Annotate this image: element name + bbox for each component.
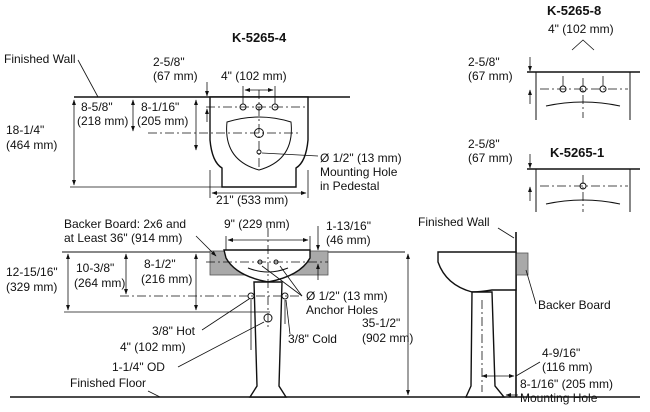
k8-offset-mm: (67 mm)	[468, 69, 513, 83]
anchor-hole-right	[273, 259, 279, 265]
top-view: K-5265-4 Finished Wall 2-5/8" (67 mm) 4"…	[4, 30, 402, 207]
base-leader	[515, 361, 541, 377]
k8-spread-leader	[571, 39, 595, 51]
backer-label-1: Backer Board: 2x6 and	[64, 217, 186, 231]
od-label: 1-1/4" OD	[112, 360, 165, 374]
side-backer-leader	[525, 269, 537, 305]
mount-hole-line-1: Ø 1/2" (13 mm)	[320, 151, 402, 165]
od-leader	[177, 321, 265, 368]
hot-label: 3/8" Hot	[152, 324, 196, 338]
k-5265-8-view: K-5265-8 4" (102 mm) 2-5/8" (67 mm)	[468, 3, 640, 120]
mount-label-2: Mounting Hole	[520, 391, 598, 405]
k8-basin-sides	[535, 72, 631, 120]
finished-wall-label: Finished Wall	[4, 52, 76, 66]
basin-front-detail	[247, 267, 289, 273]
basin-front	[223, 249, 311, 283]
hot-leader	[201, 298, 250, 331]
depth-drain-mm: (218 mm)	[77, 114, 128, 128]
cold-label: 3/8" Cold	[288, 332, 337, 346]
height-label: 35-1/2"	[362, 316, 400, 330]
base-label: 4-9/16"	[542, 346, 580, 360]
backer-leader	[195, 235, 217, 257]
depth-total-mm: (464 mm)	[6, 138, 57, 152]
floor-leader	[147, 390, 161, 398]
hot-supply	[247, 292, 255, 300]
front-view: Backer Board: 2x6 and at Least 36" (914 …	[6, 217, 640, 398]
depth-bowl-mm: (205 mm)	[137, 114, 188, 128]
pedestal-mount-hole	[256, 149, 262, 155]
h10-label: 10-3/8"	[76, 261, 114, 275]
k1-basin-sides	[535, 169, 631, 212]
k1-offset-label: 2-5/8"	[468, 137, 500, 151]
h8-mm: (216 mm)	[141, 272, 192, 286]
rim-label: 1-13/16"	[326, 219, 371, 233]
width-label: 21" (533 mm)	[216, 193, 288, 207]
depth-drain-label: 8-5/8"	[81, 100, 113, 114]
mount-hole-leader	[261, 152, 319, 157]
basin-side	[437, 251, 517, 293]
anchor-leader-right	[279, 265, 303, 297]
mount-hole-line-2: Mounting Hole	[320, 165, 398, 179]
anchor-leader-left	[261, 265, 303, 297]
anchor-label-1: Ø 1/2" (13 mm)	[306, 289, 388, 303]
k8-spread-label: 4" (102 mm)	[548, 22, 614, 36]
h10-mm: (264 mm)	[74, 276, 125, 290]
side-backer-label: Backer Board	[538, 298, 611, 312]
back-offset-mm: (67 mm)	[153, 69, 198, 83]
anchor-hole-left	[257, 259, 263, 265]
k-5265-1-view: K-5265-1 2-5/8" (67 mm)	[468, 137, 640, 212]
width-9-label: 9" (229 mm)	[224, 217, 290, 231]
floor-label: Finished Floor	[70, 376, 146, 390]
mount-label-1: 8-1/16" (205 mm)	[520, 377, 613, 391]
model-single-label: K-5265-1	[550, 145, 604, 160]
k1-offset-mm: (67 mm)	[468, 151, 513, 165]
depth-total-label: 18-1/4"	[6, 123, 44, 137]
faucet-spread-label: 4" (102 mm)	[221, 69, 287, 83]
cold-leader	[285, 299, 291, 335]
finished-wall-leader	[77, 59, 99, 98]
mount-hole-line-3: in Pedestal	[320, 179, 379, 193]
model-eight-label: K-5265-8	[547, 3, 601, 18]
side-wall-leader	[497, 227, 515, 239]
backer-label-2: at Least 36" (914 mm)	[64, 231, 182, 245]
h12-mm: (329 mm)	[6, 280, 57, 294]
pedestal-side	[464, 291, 506, 398]
h8-label: 8-1/2"	[144, 257, 176, 271]
back-offset-label: 2-5/8"	[153, 55, 185, 69]
model-main-label: K-5265-4	[232, 30, 287, 45]
basin-bowl	[226, 116, 292, 171]
side-view: Finished Wall Backer Board 4-9/16" (116 …	[418, 215, 613, 405]
k8-offset-label: 2-5/8"	[468, 55, 500, 69]
base-mm: (116 mm)	[542, 360, 592, 374]
h12-label: 12-15/16"	[6, 265, 58, 279]
rim-mm: (46 mm)	[326, 233, 371, 247]
cold-supply	[281, 292, 289, 300]
depth-bowl-label: 8-1/16"	[141, 100, 179, 114]
hot-spread-label: 4" (102 mm)	[120, 340, 186, 354]
drain-outlet	[263, 313, 273, 323]
anchor-label-2: Anchor Holes	[306, 303, 378, 317]
side-wall-label: Finished Wall	[418, 215, 490, 229]
pedestal-front	[248, 281, 288, 398]
height-mm: (902 mm)	[362, 331, 413, 345]
